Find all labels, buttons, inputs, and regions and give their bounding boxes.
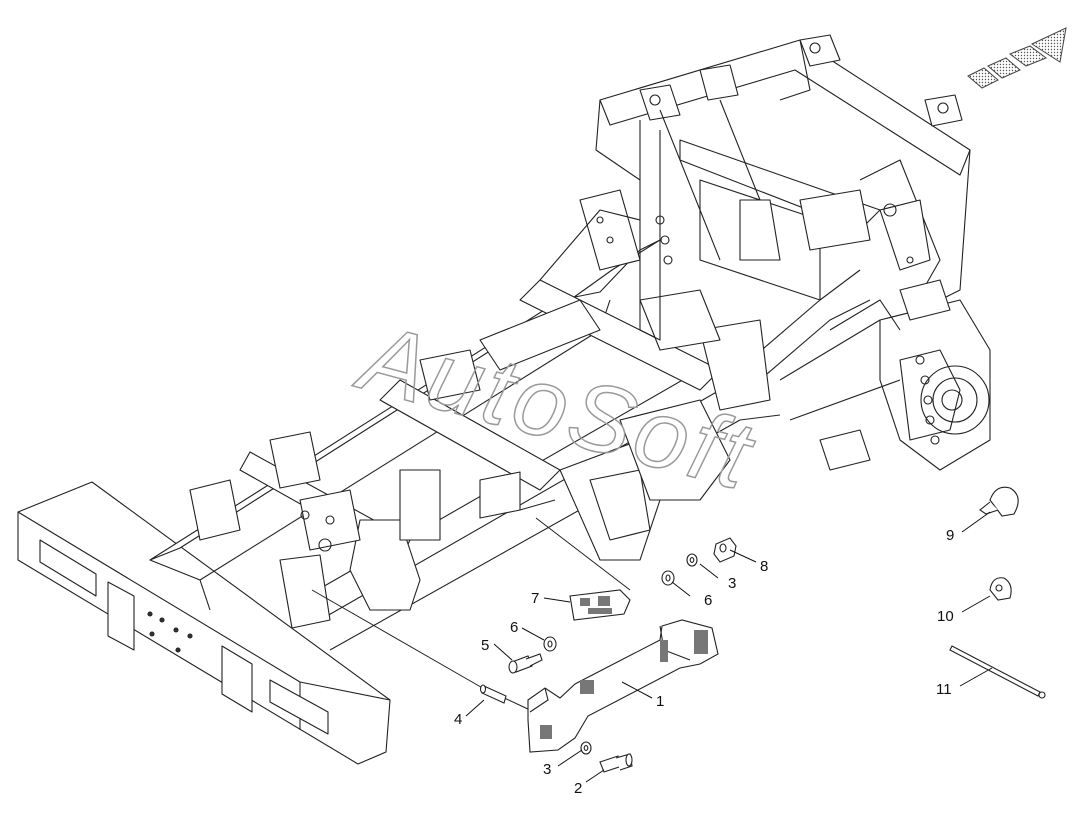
callout-10: 10 — [937, 608, 954, 625]
part-8-nut — [713, 537, 737, 563]
chassis-frame — [17, 34, 991, 765]
callout-3b: 3 — [728, 575, 736, 592]
callout-1: 1 — [656, 693, 664, 710]
callout-6a: 6 — [510, 619, 518, 636]
callout-6b: 6 — [704, 592, 712, 609]
part-10-clamp — [989, 577, 1012, 601]
callout-9: 9 — [946, 527, 954, 544]
center-mounts — [189, 431, 521, 629]
part-5-bolt — [508, 653, 543, 674]
part-3-washer — [580, 553, 698, 755]
callout-11: 11 — [936, 681, 952, 698]
callout-5: 5 — [481, 637, 489, 654]
callout-3a: 3 — [543, 761, 551, 778]
part-1-mounting-bracket — [527, 619, 719, 753]
rear-frame — [539, 34, 971, 341]
callout-7: 7 — [531, 590, 539, 607]
callout-4: 4 — [454, 711, 462, 728]
part-2-bolt — [599, 753, 633, 773]
callout-2: 2 — [574, 780, 582, 797]
part-9-clamp — [979, 486, 1019, 517]
forward-direction-arrow-icon — [967, 27, 1067, 89]
callouts — [465, 511, 993, 783]
part-11-cable-tie — [949, 645, 1046, 699]
part-4-pin — [479, 684, 507, 704]
callout-labels: 1 2 3 3 4 5 6 6 7 8 9 10 11 — [454, 527, 954, 797]
front-bumper — [17, 481, 391, 765]
rear-axle-housing — [779, 279, 991, 471]
callout-8: 8 — [760, 558, 768, 575]
assembly-lines — [311, 499, 631, 711]
part-7-plate — [569, 589, 631, 621]
part-6-washer — [543, 570, 675, 652]
